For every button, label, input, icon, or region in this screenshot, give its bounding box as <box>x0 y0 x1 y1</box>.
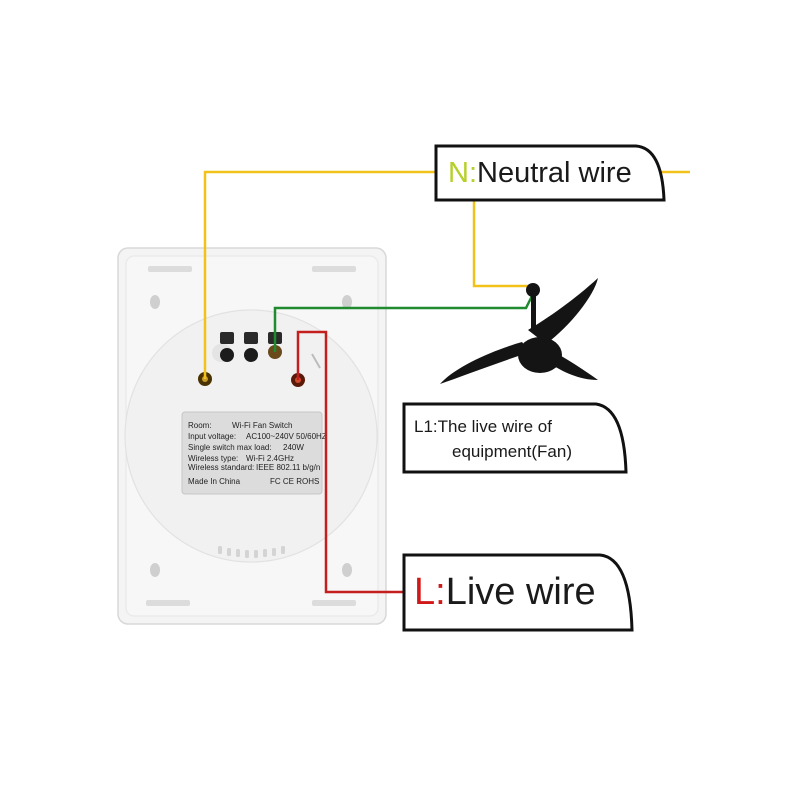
neutral-wire <box>203 170 436 379</box>
screw-hole <box>342 563 352 577</box>
live-wire <box>296 330 404 594</box>
screw-hole <box>150 563 160 577</box>
plate-room: Room: <box>188 421 212 430</box>
clip-slot <box>312 266 356 272</box>
plate-input-voltage: AC100~240V 50/60HZ <box>246 432 327 441</box>
vent-holes <box>218 546 285 558</box>
plate-max-load: 240W <box>283 443 304 452</box>
svg-text:L:Live wire: L:Live wire <box>414 571 596 613</box>
live-label-prefix: L: <box>414 571 446 613</box>
neutral-label-prefix: N: <box>448 157 477 189</box>
screw-hole <box>342 295 352 309</box>
plate-input-voltage-label: Input voltage: <box>188 432 236 441</box>
equipment-wire <box>273 295 534 352</box>
plate-wireless-type: Wi-Fi 2.4GHz <box>246 454 294 463</box>
neutral-label-text: Neutral wire <box>477 157 632 189</box>
rating-plate: Room: Wi-Fi Fan Switch Input voltage: AC… <box>181 411 327 495</box>
neutral-wire-label: N:Neutral wire <box>434 144 666 202</box>
plate-model: Wi-Fi Fan Switch <box>232 421 292 430</box>
terminal-block <box>198 332 321 387</box>
live-label-text: Live wire <box>446 571 596 613</box>
plate-certs: FC CE ROHS <box>270 477 319 486</box>
equipment-label-line2: equipment(Fan) <box>452 442 572 461</box>
live-wire-label: L:Live wire <box>402 553 634 632</box>
plate-wireless-type-label: Wireless type: <box>188 454 238 463</box>
screw-hole <box>150 295 160 309</box>
equipment-label-line1: L1:The live wire of <box>414 417 552 436</box>
clip-slot <box>148 266 192 272</box>
plate-wireless-standard: IEEE 802.11 b/g/n <box>256 463 320 472</box>
plate-max-load-label: Single switch max load: <box>188 443 272 452</box>
plate-wireless-standard-label: Wireless standard: <box>188 463 254 472</box>
equipment-wire-label: L1:The live wire of equipment(Fan) <box>402 402 628 474</box>
plate-origin: Made In China <box>188 477 241 486</box>
wires <box>203 170 690 594</box>
terminal-screw <box>220 348 234 362</box>
switch-back-panel: Room: Wi-Fi Fan Switch Input voltage: AC… <box>117 247 387 625</box>
clip-slot <box>312 600 356 606</box>
neutral-wire-fan <box>472 200 530 288</box>
svg-text:N:Neutral wire: N:Neutral wire <box>448 157 632 189</box>
terminal-screw <box>244 348 258 362</box>
ceiling-fan-icon <box>440 278 598 384</box>
clip-slot <box>146 600 190 606</box>
